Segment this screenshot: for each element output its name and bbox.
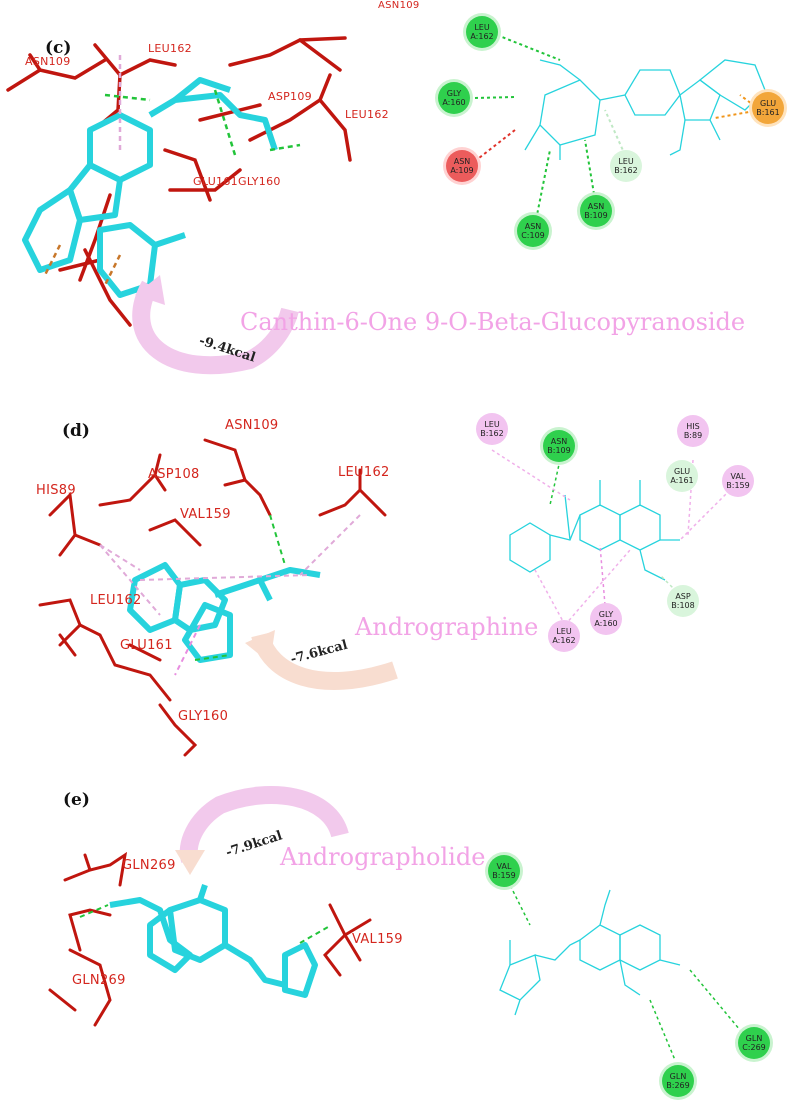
arrow-head xyxy=(135,275,165,305)
ligand-sticks-d xyxy=(127,562,321,663)
panel-e-label: (e) xyxy=(63,790,90,810)
arrow-head-d xyxy=(245,630,275,663)
residue-label-gly160-d: GLY160 xyxy=(178,709,229,724)
interaction-lines-d xyxy=(99,514,361,676)
ligand-sticks-e xyxy=(109,884,318,998)
ligand-2d xyxy=(524,59,766,160)
energy-arrow xyxy=(132,280,299,375)
panel-e-3d-view xyxy=(48,786,741,1061)
panel-c-3d-view xyxy=(6,34,766,375)
panel-e: (e) GLN269 VAL159 GLN269 Andrographolide… xyxy=(0,775,789,1103)
panel-d-label: (d) xyxy=(62,421,90,441)
residue-label-his89: HIS89 xyxy=(36,483,76,498)
residue-label-asn109: ASN109 xyxy=(25,55,71,68)
ligand-2d-e xyxy=(499,889,681,1016)
panel-c-label: (c) xyxy=(45,38,72,58)
panel-d: (d) ASN109 ASP108 HIS89 VAL159 LEU162 LE… xyxy=(0,405,789,765)
residue-label-gln269-b: GLN269 xyxy=(72,973,126,988)
ligand-2d-d xyxy=(509,480,680,581)
interaction-2d xyxy=(469,34,761,226)
compound-name-c: Canthin-6-One 9-O-Beta-Glucopyranoside xyxy=(240,308,746,336)
residue-label-gln269: GLN269 xyxy=(122,858,176,873)
panel-d-3d-view xyxy=(38,438,731,757)
interaction-lines-e xyxy=(79,904,329,944)
residue-label-asp109: ASP109 xyxy=(268,90,312,103)
residue-label-val159: VAL159 xyxy=(180,507,231,522)
residue-label-glu161: GLU161 xyxy=(193,175,238,188)
residue-label-gly160: GLY160 xyxy=(238,175,281,188)
residue-sticks xyxy=(6,36,352,327)
compound-name-e: Andrographolide xyxy=(280,843,486,871)
residue-label-asp108: ASP108 xyxy=(148,467,200,482)
residue-label-leu162-b: LEU162 xyxy=(345,108,389,121)
residue-label-leu162: LEU162 xyxy=(148,42,192,55)
arrow-head-e xyxy=(175,850,205,875)
residue-sticks-d xyxy=(38,438,387,757)
residue-label-val159-e: VAL159 xyxy=(352,932,403,947)
residue-label-glu161-d: GLU161 xyxy=(120,638,173,653)
residue-label-leu162-d: LEU162 xyxy=(338,465,390,480)
top-residue-label: ASN109 xyxy=(378,0,420,11)
ligand-sticks xyxy=(22,77,278,298)
interaction-2d-e xyxy=(504,874,741,1061)
compound-name-d: Andrographine xyxy=(355,613,539,641)
panel-c: (c) LEU162 ASN109 ASP109 LEU162 GLU161 G… xyxy=(0,0,789,390)
residue-label-asn109-d: ASN109 xyxy=(225,418,279,433)
interaction-lines xyxy=(43,55,301,286)
energy-arrow-e xyxy=(179,786,349,863)
residue-label-leu162-d2: LEU162 xyxy=(90,593,142,608)
residue-sticks-e xyxy=(48,851,372,1027)
